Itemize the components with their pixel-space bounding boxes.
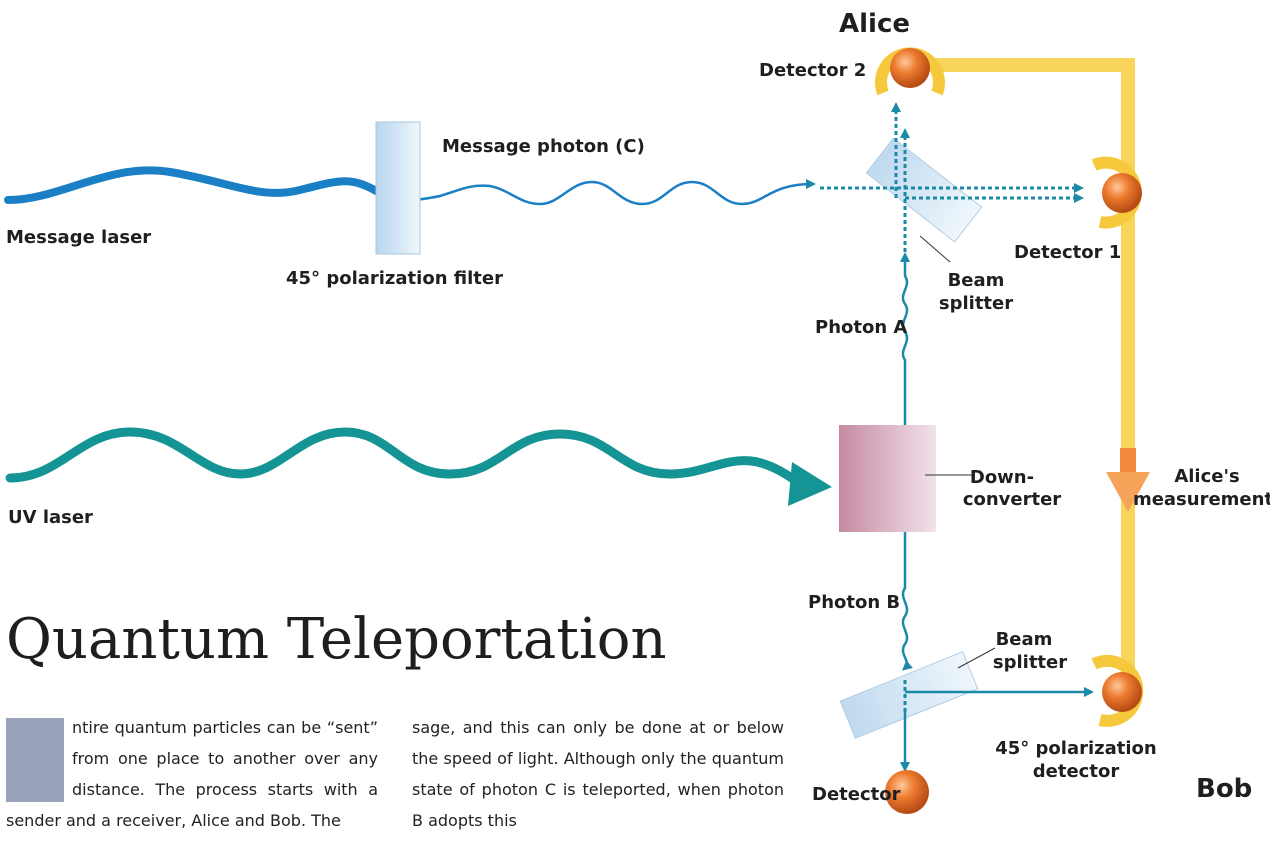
uv-laser-label: UV laser xyxy=(8,507,93,528)
article-column-1-text: ntire quantum particles can be “sent” fr… xyxy=(6,718,378,830)
polarization-detector-label-1: 45° polarization xyxy=(995,738,1157,759)
down-converter-label-1: Down- xyxy=(970,467,1034,488)
bob-label: Bob xyxy=(1196,774,1252,804)
message-photon-label: Message photon (C) xyxy=(442,136,645,157)
article-column-1: Entire quantum particles can be “sent” f… xyxy=(6,712,378,836)
message-laser-label: Message laser xyxy=(6,227,151,248)
polarization-filter xyxy=(375,121,421,255)
alice-label: Alice xyxy=(839,9,910,39)
beam-splitter-top-label-2: splitter xyxy=(939,293,1013,314)
beam-splitter-top xyxy=(865,137,983,243)
article-title: Quantum Teleportation xyxy=(6,607,667,672)
photon-a-label: Photon A xyxy=(815,317,907,338)
beam-splitter-bottom xyxy=(839,651,979,739)
detector-1-label: Detector 1 xyxy=(1014,242,1121,263)
leader-lines xyxy=(919,235,996,669)
dropcap: E xyxy=(6,718,64,802)
beam-splitter-bottom-label-1: Beam xyxy=(996,629,1053,650)
down-arrow-icon xyxy=(1106,448,1150,512)
article-column-2: sage, and this can only be done at or be… xyxy=(412,718,784,830)
photon-a-path xyxy=(900,252,910,425)
message-laser-beam xyxy=(4,166,816,206)
detector-bob xyxy=(1091,654,1144,727)
beam-splitter-top-label-1: Beam xyxy=(948,270,1005,291)
photon-b-label: Photon B xyxy=(808,592,900,613)
beam-splitter-bottom-label-2: splitter xyxy=(993,652,1067,673)
detector-1 xyxy=(1091,156,1142,229)
detector-2-label: Detector 2 xyxy=(759,60,866,81)
detector-2 xyxy=(875,47,945,96)
alice-dotted-paths xyxy=(820,102,1084,252)
polarization-filter-label: 45° polarization filter xyxy=(286,268,503,289)
polarization-detector-label-2: detector xyxy=(1033,761,1120,782)
alices-measurement-label-2: measurement xyxy=(1133,489,1270,510)
detector-label: Detector xyxy=(812,784,901,805)
uv-laser-beam xyxy=(5,427,832,506)
alices-measurement-label-1: Alice's xyxy=(1174,466,1239,487)
down-converter xyxy=(839,425,936,532)
detector-bottom xyxy=(885,770,929,814)
bob-paths xyxy=(900,680,1094,772)
down-converter-label-2: converter xyxy=(963,489,1061,510)
photon-b-path xyxy=(901,532,913,671)
